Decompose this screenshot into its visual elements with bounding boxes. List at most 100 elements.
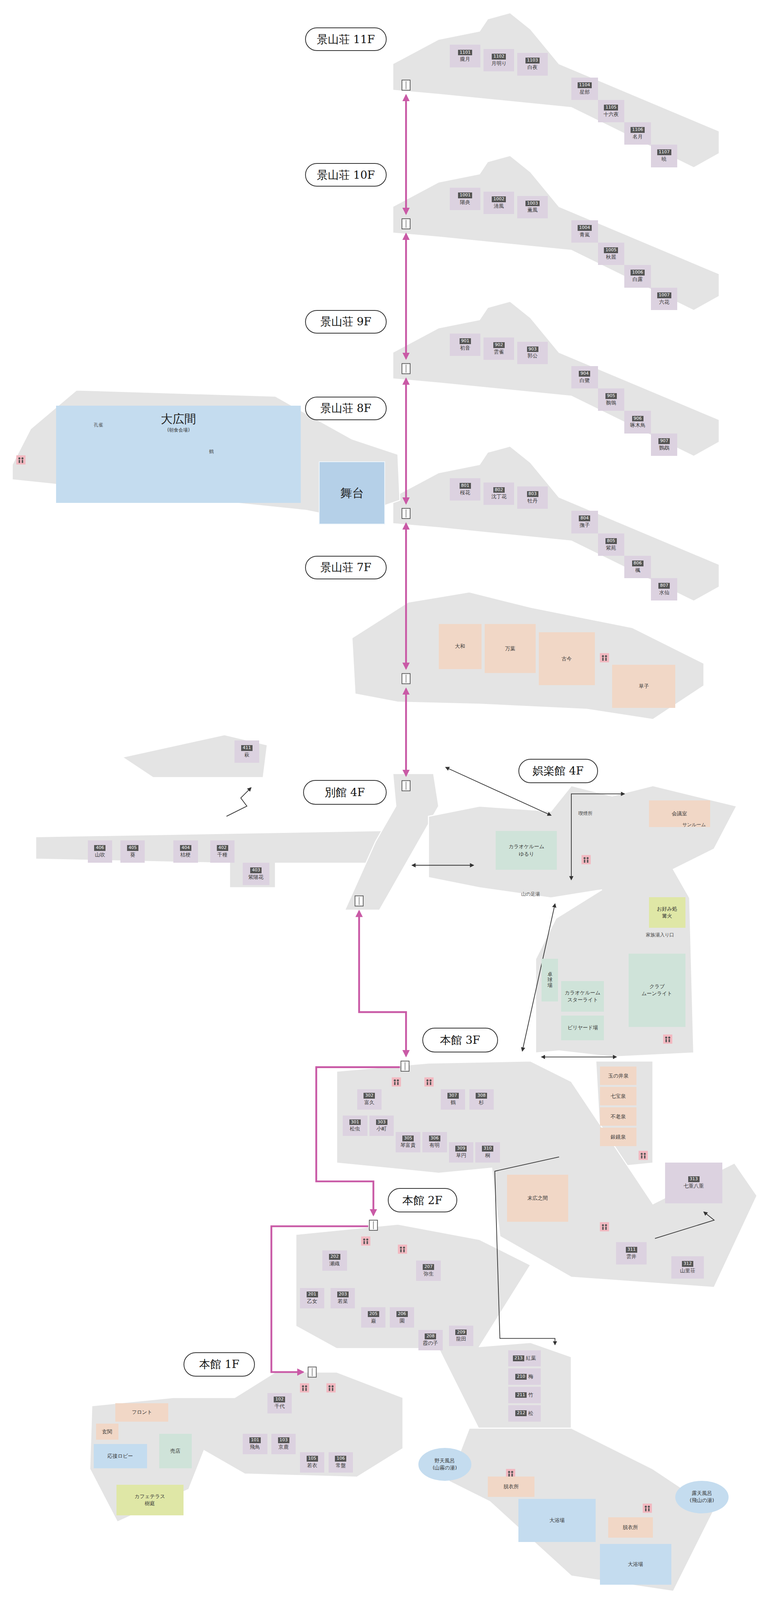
floor-label: 本館 1F [183, 1352, 255, 1378]
room-number: 302 [363, 1093, 375, 1100]
area-name: 樹庭 [144, 1501, 155, 1508]
area-name: カラオケルーム [564, 990, 601, 997]
floor-name: 景山荘 7F [320, 560, 372, 575]
area-name: 山吹 [94, 852, 106, 859]
room-number: 309 [455, 1146, 467, 1153]
floor-plate [392, 301, 720, 457]
room-number: 212 [515, 1410, 527, 1417]
guest-room: 807水仙 [650, 578, 678, 601]
area-name: 万葉 [505, 645, 516, 653]
area-name: 薫風 [527, 207, 538, 214]
guest-room: 211竹 [508, 1387, 541, 1404]
guest-room: 207弥生 [416, 1261, 441, 1282]
area-name: 銀鏡泉 [610, 1134, 626, 1141]
facility-area: ビリヤード場 [561, 1016, 604, 1041]
area-name: 郭公 [527, 352, 538, 360]
area-name: 園 [399, 1318, 405, 1325]
area-name: (朝食会場) [167, 427, 190, 434]
walk-arrow [654, 1212, 715, 1240]
elevator-arrow [405, 523, 408, 669]
area-name: 鸚鵡 [659, 445, 670, 452]
room-number: 411 [241, 745, 253, 752]
guest-room: 406山吹 [87, 840, 113, 864]
guest-room: 106常盤 [328, 1452, 353, 1474]
walk-links [226, 767, 715, 1346]
area-name: 紅葉 [525, 1355, 537, 1362]
elevator-arrow [405, 95, 408, 214]
walk-arrow [571, 794, 625, 880]
area-name: 紫苑 [605, 545, 617, 552]
room-number: 307 [447, 1093, 459, 1100]
elevator-arrow [405, 379, 408, 504]
area-name: ビリヤード場 [567, 1025, 599, 1032]
room-number: 1007 [657, 292, 672, 299]
room-number: 802 [493, 487, 505, 494]
guest-room: 404桔梗 [173, 840, 198, 864]
guest-room: 309草円 [448, 1142, 474, 1164]
floor-label: 娯楽館 4F [518, 759, 599, 784]
guest-room: 312山里荘 [671, 1256, 704, 1280]
facility-area: 脱衣所 [608, 1517, 653, 1539]
room-number: 1005 [603, 247, 619, 254]
toilet-icon [581, 855, 591, 865]
room-number: 806 [632, 560, 644, 567]
guest-room: 403紫陽花 [242, 863, 270, 886]
facility-area: カフェテラス樹庭 [116, 1485, 184, 1516]
guest-room: 103京鹿 [271, 1434, 296, 1455]
toilet-icon [638, 1151, 648, 1161]
room-number: 102 [273, 1397, 286, 1404]
area-name: 朧月 [459, 56, 471, 63]
area-name: 霞の子 [422, 1340, 439, 1347]
floor-plate [392, 12, 720, 168]
room-number: 208 [424, 1334, 437, 1340]
guest-room: 1107暁 [650, 144, 678, 168]
elevator-arrow [405, 234, 408, 359]
toilet-icon [16, 455, 26, 465]
room-number: 202 [329, 1254, 341, 1261]
area-name: 杉 [478, 1099, 484, 1107]
area-name: 撫子 [579, 522, 590, 529]
toilet-icon [326, 1383, 336, 1393]
area-name: お好み処 [656, 906, 678, 913]
room-number: 201 [306, 1292, 319, 1298]
room-number: 210 [515, 1374, 527, 1381]
walk-arrow [226, 788, 251, 817]
floor-plate [12, 390, 400, 519]
room-number: 306 [428, 1136, 441, 1142]
facility-area: 大和 [438, 624, 482, 669]
room-number: 906 [632, 416, 644, 422]
area-name: 桔梗 [180, 852, 191, 859]
room-number: 1002 [491, 196, 506, 203]
toilet-icon [398, 1245, 408, 1255]
floor-plate [428, 786, 737, 1058]
facility-area: 卓球場 [541, 959, 559, 1002]
facility-area: フロント [115, 1403, 169, 1423]
room-number: 301 [349, 1119, 361, 1126]
room-number: 1103 [525, 57, 540, 64]
floor-name: 本館 3F [439, 1033, 480, 1048]
room-number: 1001 [458, 192, 473, 199]
guest-room: 902雲雀 [483, 337, 515, 360]
elevator-icon [400, 1061, 409, 1072]
room-number: 406 [94, 845, 106, 852]
area-name: 巌 [370, 1318, 377, 1325]
room-number: 310 [481, 1146, 494, 1153]
guest-room: 105若衣 [299, 1452, 325, 1474]
floor-label: 本館 2F [387, 1188, 458, 1213]
area-name: 野天風呂 [434, 1458, 455, 1465]
area-name: 雲雀 [493, 349, 504, 356]
floor-name: 本館 2F [402, 1194, 443, 1208]
area-label: 山の足湯 [521, 891, 540, 898]
floor-plate [352, 592, 705, 720]
room-number: 404 [179, 845, 192, 852]
room-number: 1101 [458, 49, 473, 56]
room-number: 1003 [525, 200, 540, 207]
area-name: スターライト [567, 997, 599, 1004]
facility-area: 大浴場 [599, 1544, 672, 1586]
room-number: 403 [250, 867, 262, 874]
floor-name: 景山荘 9F [320, 314, 372, 329]
guest-room: 201乙女 [299, 1288, 325, 1309]
facility-area: お好み処篝火 [648, 897, 686, 929]
area-name: 大浴場 [549, 1517, 565, 1525]
area-name: 啄木鳥 [630, 422, 646, 429]
